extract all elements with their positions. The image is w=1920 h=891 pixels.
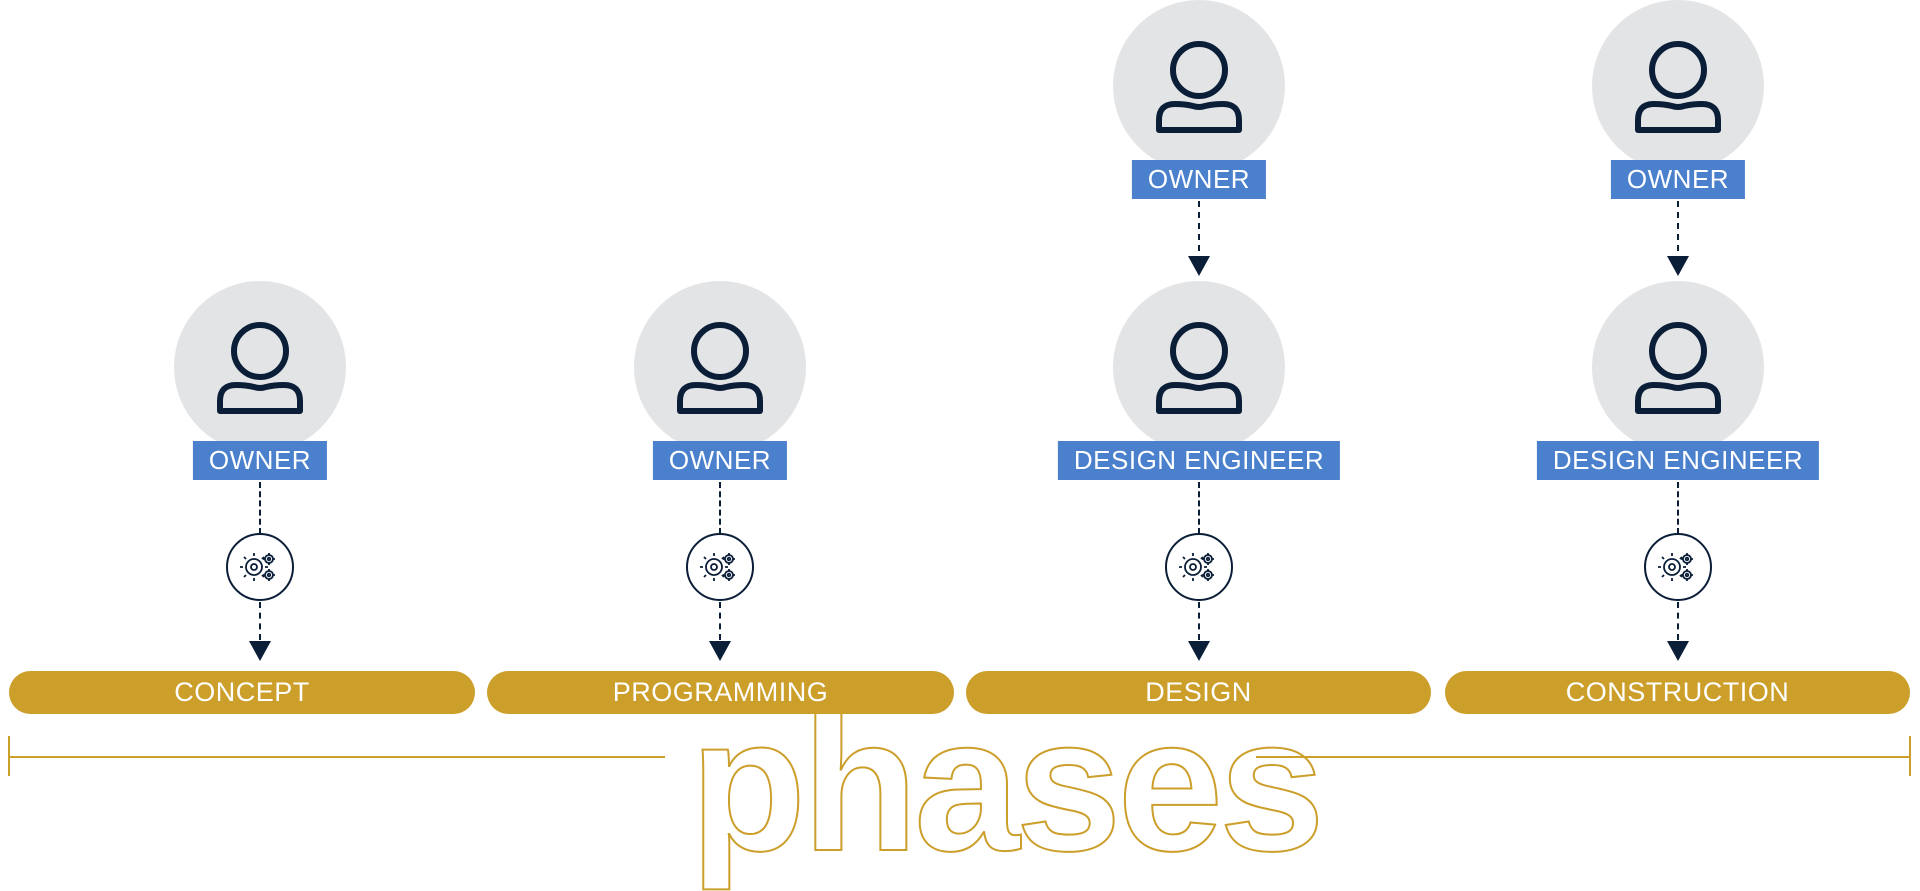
user-icon xyxy=(1635,41,1721,133)
gears-icon xyxy=(686,533,754,601)
person-avatar xyxy=(1113,0,1285,172)
connector-line xyxy=(1198,602,1200,640)
role-label: DESIGN ENGINEER xyxy=(1057,441,1341,480)
phase-programming: PROGRAMMING xyxy=(487,671,954,714)
phase-concept: CONCEPT xyxy=(9,671,475,714)
gears-icon xyxy=(226,533,294,601)
connector-line xyxy=(259,602,261,640)
timeline-tick-right xyxy=(1909,736,1911,776)
connector-line xyxy=(1677,201,1679,251)
user-icon xyxy=(1156,41,1242,133)
person-avatar xyxy=(1592,281,1764,453)
connector-line xyxy=(719,602,721,640)
timeline-tick-left xyxy=(8,736,10,776)
user-icon xyxy=(677,322,763,414)
timeline-label: phases xyxy=(689,679,1326,891)
gears-icon xyxy=(1165,533,1233,601)
role-label: OWNER xyxy=(652,441,788,480)
arrow-down-icon xyxy=(1667,256,1689,276)
connector-line xyxy=(1198,482,1200,534)
connector-line xyxy=(719,482,721,534)
phase-design: DESIGN xyxy=(966,671,1431,714)
connector-line xyxy=(1677,482,1679,534)
phase-construction: CONSTRUCTION xyxy=(1445,671,1910,714)
timeline-line-left xyxy=(9,756,665,758)
user-icon xyxy=(217,322,303,414)
role-label: DESIGN ENGINEER xyxy=(1536,441,1820,480)
arrow-down-icon xyxy=(1188,641,1210,661)
role-label: OWNER xyxy=(1131,160,1267,199)
arrow-down-icon xyxy=(1188,256,1210,276)
connector-line xyxy=(1677,602,1679,640)
user-icon xyxy=(1635,322,1721,414)
person-avatar xyxy=(634,281,806,453)
user-icon xyxy=(1156,322,1242,414)
role-label: OWNER xyxy=(1610,160,1746,199)
role-label: OWNER xyxy=(192,441,328,480)
person-avatar xyxy=(1592,0,1764,172)
arrow-down-icon xyxy=(1667,641,1689,661)
arrow-down-icon xyxy=(249,641,271,661)
arrow-down-icon xyxy=(709,641,731,661)
person-avatar xyxy=(174,281,346,453)
gears-icon xyxy=(1644,533,1712,601)
connector-line xyxy=(259,482,261,534)
connector-line xyxy=(1198,201,1200,251)
timeline-line-right xyxy=(1256,756,1910,758)
person-avatar xyxy=(1113,281,1285,453)
